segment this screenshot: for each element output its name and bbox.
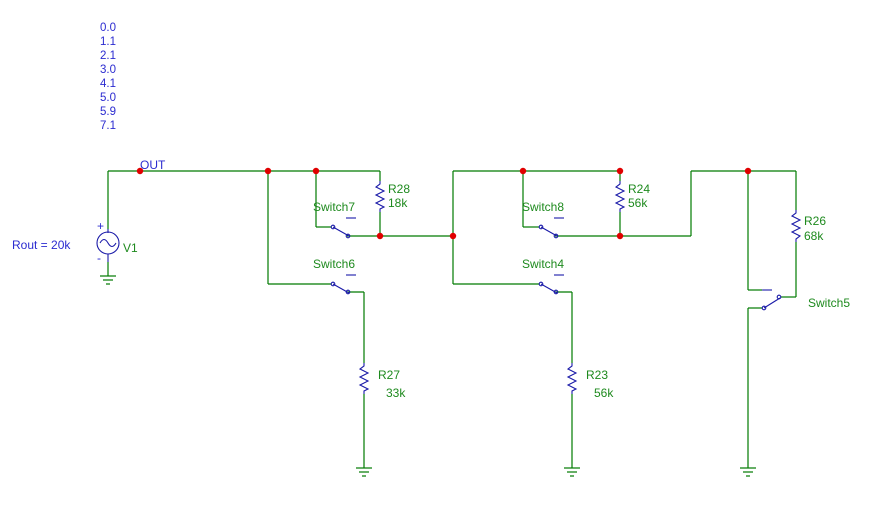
resistor-name: R26: [804, 214, 826, 228]
ground-symbol: [564, 467, 580, 477]
legend-value: 5.0: [100, 92, 116, 104]
resistor-r23[interactable]: R23 56k: [566, 363, 614, 400]
switch-label: Switch4: [522, 257, 564, 271]
source-plus-sign: +: [97, 219, 104, 233]
ground-symbol: [740, 467, 756, 477]
legend-value: 2.1: [100, 50, 116, 62]
voltage-source-v1[interactable]: + - V1 Rout = 20k: [12, 171, 138, 276]
wires: [108, 170, 797, 468]
resistor-name: R24: [628, 182, 650, 196]
resistor-value: 56k: [594, 386, 614, 400]
switch-label: Switch5: [808, 296, 850, 310]
legend-value: 1.1: [100, 36, 116, 48]
resistor-value: 56k: [628, 196, 648, 210]
resistor-r28[interactable]: R28 18k: [374, 181, 410, 212]
junction-node: [136, 167, 144, 175]
resistor-r24[interactable]: R24 56k: [614, 181, 650, 212]
legend-value: 0.0: [100, 22, 116, 34]
junction-node: [449, 232, 457, 240]
junction-node: [312, 167, 320, 175]
switch6[interactable]: Switch6: [313, 257, 356, 295]
sine-wave-icon: [99, 238, 117, 248]
source-minus-sign: -: [97, 251, 101, 265]
switch5[interactable]: Switch5: [761, 289, 850, 311]
junction-node: [616, 167, 624, 175]
legend-value: 4.1: [100, 78, 116, 90]
resistor-name: R23: [586, 368, 608, 382]
resistor-value: 68k: [804, 229, 824, 243]
switch-label: Switch7: [313, 200, 355, 214]
source-name: V1: [123, 241, 138, 255]
resistor-name: R28: [388, 182, 410, 196]
junction-node: [264, 167, 272, 175]
legend-value: 3.0: [100, 64, 116, 76]
ground-symbol: [100, 275, 116, 285]
resistor-r27[interactable]: R27 33k: [358, 363, 406, 400]
switch4[interactable]: Switch4: [522, 257, 564, 295]
resistor-name: R27: [378, 368, 400, 382]
legend-value: 7.1: [100, 120, 116, 132]
legend-values: 0.0 1.1 2.1 3.0 4.1 5.0 5.9 7.1: [100, 22, 116, 132]
junction-node: [616, 232, 624, 240]
switch8[interactable]: Switch8: [522, 200, 564, 239]
junction-nodes: [136, 167, 752, 240]
ground-symbol: [356, 467, 372, 477]
switch-label: Switch8: [522, 200, 564, 214]
resistor-value: 33k: [386, 386, 406, 400]
junction-node: [519, 167, 527, 175]
switch7[interactable]: Switch7: [313, 200, 356, 239]
switch-label: Switch6: [313, 257, 355, 271]
resistor-r26[interactable]: R26 68k: [790, 210, 826, 243]
legend-value: 5.9: [100, 106, 116, 118]
junction-node: [376, 232, 384, 240]
junction-node: [744, 167, 752, 175]
resistor-value: 18k: [388, 196, 408, 210]
net-label-out: OUT: [140, 158, 166, 172]
source-rout-label: Rout = 20k: [12, 238, 71, 252]
